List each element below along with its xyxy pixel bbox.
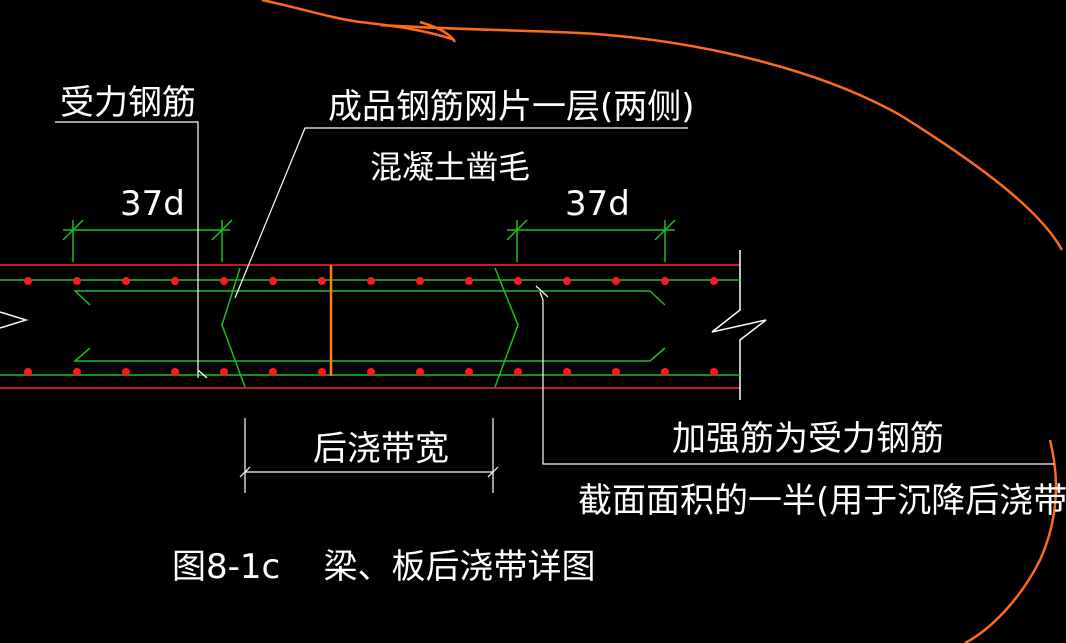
rebar-dot-bottom-10: [465, 368, 473, 376]
rebar-dot-top-2: [73, 277, 81, 285]
rebar-dot-top-12: [563, 277, 571, 285]
rebar-dot-bottom-9: [416, 368, 424, 376]
dimension-left: [62, 219, 233, 262]
label-reinforce-note-1: 加强筋为受力钢筋: [672, 419, 944, 459]
label-reinforce-note-2: 截面面积的一半(用于沉降后浇带): [578, 481, 1066, 521]
rebar-dots-top: [24, 277, 718, 285]
rebar-dot-bottom-15: [710, 368, 718, 376]
band-width-dimension: [239, 418, 499, 493]
rebar-dot-bottom-8: [367, 368, 375, 376]
rebar-dot-top-1: [24, 277, 32, 285]
label-band-width: 后浇带宽: [313, 429, 449, 469]
rebar-dot-top-13: [612, 277, 620, 285]
rebar-dot-bottom-4: [171, 368, 179, 376]
rebar-dot-top-9: [416, 277, 424, 285]
break-line-right: [711, 250, 767, 400]
rebar-dot-top-14: [661, 277, 669, 285]
rebar-dot-top-5: [220, 277, 228, 285]
revision-cloud: [261, 0, 1064, 643]
break-line-left: [0, 311, 29, 329]
rebar-dot-bottom-7: [318, 368, 326, 376]
label-concrete-stop: 混凝土凿毛: [370, 148, 530, 186]
drawing-caption: 图8-1c 梁、板后浇带详图: [172, 547, 595, 587]
rebar-dot-bottom-11: [514, 368, 522, 376]
rebar-dot-top-10: [465, 277, 473, 285]
leaders: [55, 121, 1054, 465]
label-mesh-layer: 成品钢筋网片一层(两侧): [328, 87, 695, 127]
rebar-dot-top-4: [171, 277, 179, 285]
rebar-dot-bottom-2: [73, 368, 81, 376]
rebar-dots-bottom: [24, 368, 718, 376]
rebar-dot-bottom-13: [612, 368, 620, 376]
rebar-dot-bottom-6: [269, 368, 277, 376]
label-dim-left: 37d: [120, 184, 185, 224]
rebar-dot-top-8: [367, 277, 375, 285]
rebar-dot-top-6: [269, 277, 277, 285]
rebar-dot-top-7: [318, 277, 326, 285]
rebar-dot-top-3: [122, 277, 130, 285]
rebar-dot-bottom-12: [563, 368, 571, 376]
rebar-dot-bottom-5: [220, 368, 228, 376]
label-dim-right: 37d: [565, 184, 630, 224]
dimension-right: [506, 219, 676, 262]
rebar-dot-top-11: [514, 277, 522, 285]
rebar-dot-bottom-14: [661, 368, 669, 376]
rebar-dot-top-15: [710, 277, 718, 285]
rebar-dot-bottom-3: [122, 368, 130, 376]
label-main-rebar: 受力钢筋: [60, 83, 196, 123]
rebar-dot-bottom-1: [24, 368, 32, 376]
